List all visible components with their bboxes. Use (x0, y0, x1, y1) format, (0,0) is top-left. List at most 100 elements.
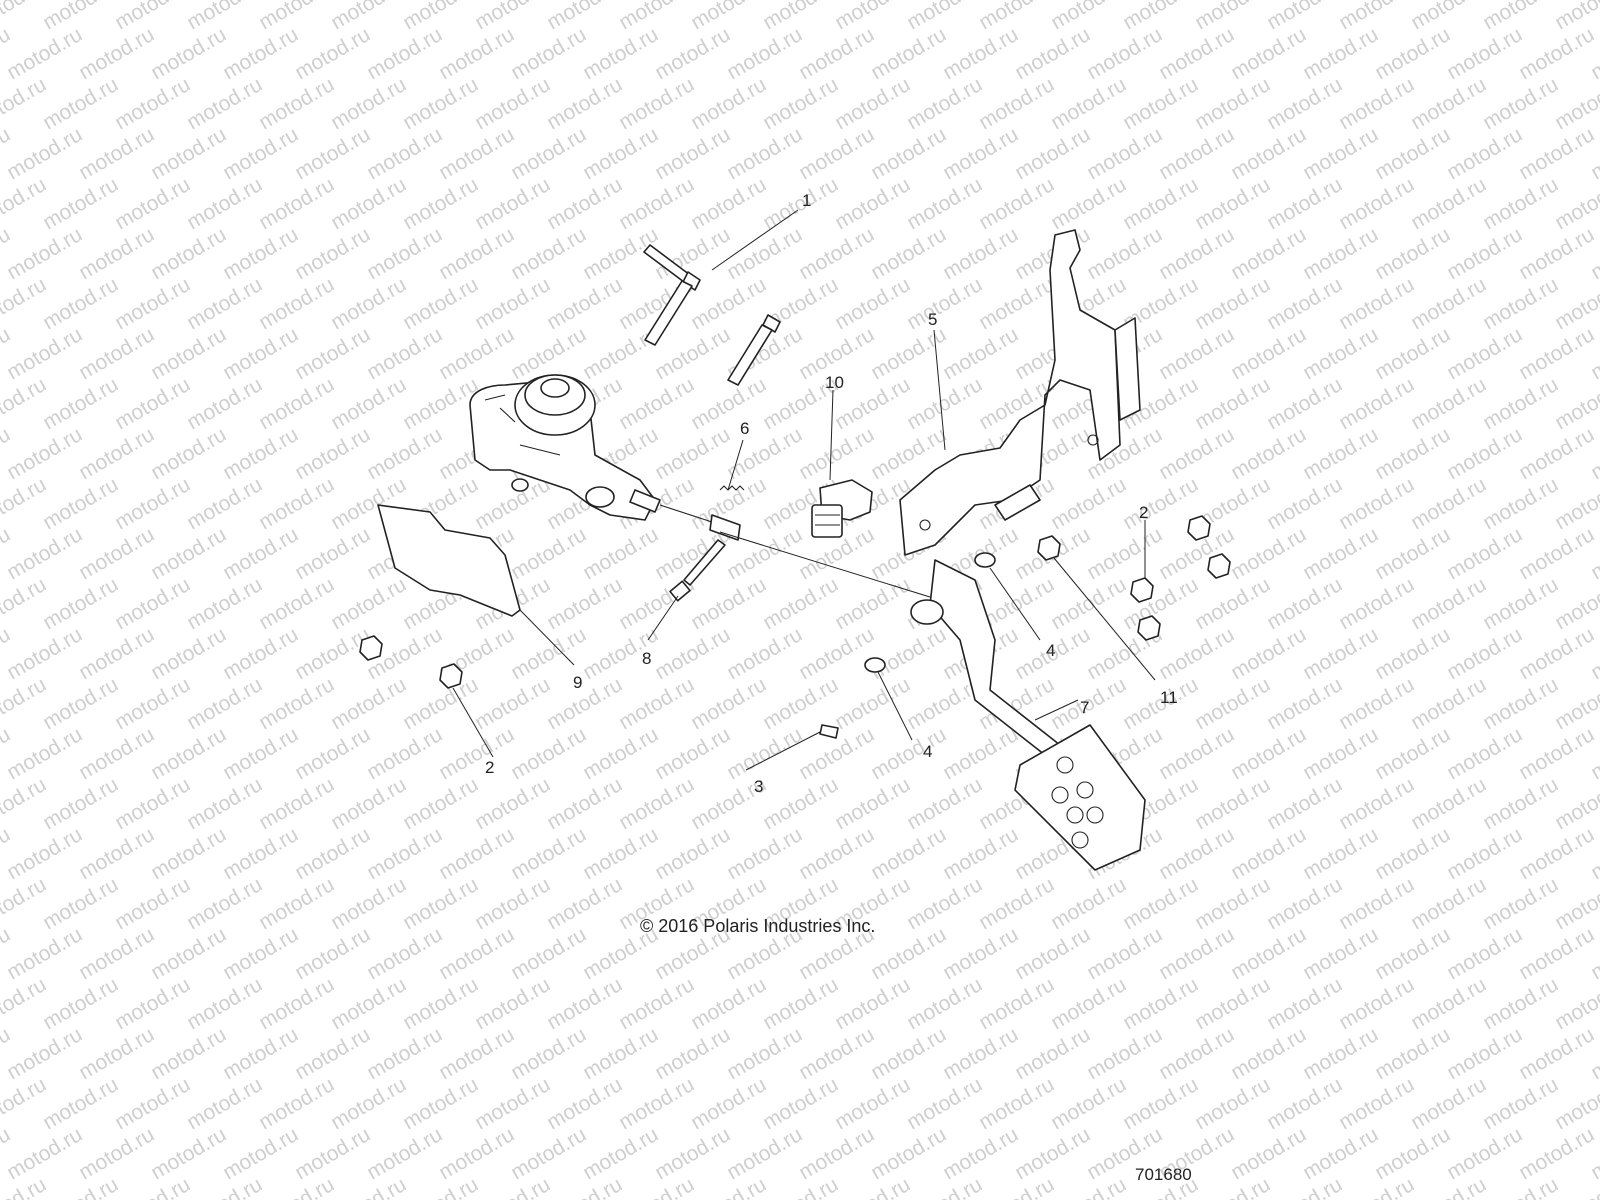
watermark-text: motod.ru (1371, 723, 1454, 784)
watermark-text: motod.ru (75, 223, 158, 284)
watermark-text: motod.ru (1047, 873, 1130, 934)
watermark-text: motod.ru (399, 0, 482, 34)
watermark-text: motod.ru (183, 673, 266, 734)
watermark-text: motod.ru (75, 1123, 158, 1184)
watermark-text: motod.ru (147, 23, 230, 84)
watermark-text: motod.ru (543, 0, 626, 34)
watermark-text: motod.ru (543, 1073, 626, 1134)
watermark-text: motod.ru (651, 1023, 734, 1084)
watermark-text: motod.ru (1227, 523, 1310, 584)
watermark-text: motod.ru (1155, 123, 1238, 184)
watermark-text: motod.ru (1515, 423, 1598, 484)
watermark-text: motod.ru (1299, 523, 1382, 584)
callout-4-upper: 4 (1046, 641, 1055, 660)
watermark-text: motod.ru (1371, 323, 1454, 384)
watermark-text: motod.ru (723, 423, 806, 484)
watermark-text: motod.ru (3, 323, 86, 384)
watermark-text: motod.ru (39, 773, 122, 834)
watermark-text: motod.ru (1299, 923, 1382, 984)
watermark-text: motod.ru (1119, 173, 1202, 234)
watermark-text: motod.ru (1299, 23, 1382, 84)
watermark-text: motod.ru (831, 1073, 914, 1134)
watermark-text: motod.ru (579, 723, 662, 784)
watermark-text: motod.ru (543, 973, 626, 1034)
watermark-text: motod.ru (543, 873, 626, 934)
watermark-text: motod.ru (1191, 673, 1274, 734)
watermark-text: motod.ru (39, 673, 122, 734)
watermark-text: motod.ru (471, 173, 554, 234)
watermark-text: motod.ru (1515, 1123, 1598, 1184)
watermark-text: motod.ru (291, 523, 374, 584)
watermark-text: motod.ru (363, 723, 446, 784)
watermark-text: motod.ru (939, 1023, 1022, 1084)
watermark-text: motod.ru (399, 673, 482, 734)
watermark-text: motod.ru (363, 1023, 446, 1084)
watermark-text: motod.ru (147, 123, 230, 184)
watermark-text: motod.ru (1479, 573, 1562, 634)
watermark-text: motod.ru (111, 373, 194, 434)
watermark-text: motod.ru (903, 173, 986, 234)
watermark-text: motod.ru (1155, 623, 1238, 684)
watermark-text: motod.ru (1191, 873, 1274, 934)
watermark-text: motod.ru (219, 223, 302, 284)
watermark-text: motod.ru (867, 23, 950, 84)
watermark-text: motod.ru (507, 723, 590, 784)
watermark-text: motod.ru (795, 223, 878, 284)
watermark-text: motod.ru (1443, 1023, 1526, 1084)
watermark-text: motod.ru (507, 1023, 590, 1084)
callout-8: 8 (642, 649, 651, 668)
watermark-text: motod.ru (3, 423, 86, 484)
watermark-text: motod.ru (651, 1123, 734, 1184)
watermark-text: motod.ru (111, 573, 194, 634)
watermark-text: motod.ru (687, 373, 770, 434)
watermark-text: motod.ru (1227, 23, 1310, 84)
watermark-text: motod.ru (3, 923, 86, 984)
watermark-text: motod.ru (39, 73, 122, 134)
watermark-text: motod.ru (615, 1173, 698, 1200)
watermark-text: motod.ru (39, 1173, 122, 1200)
watermark-text: motod.ru (1515, 223, 1598, 284)
watermark-text: motod.ru (111, 173, 194, 234)
watermark-text: motod.ru (183, 873, 266, 934)
watermark-text: motod.ru (507, 23, 590, 84)
watermark-text: motod.ru (1083, 523, 1166, 584)
watermark-text: motod.ru (1407, 0, 1490, 34)
watermark-text: motod.ru (759, 173, 842, 234)
watermark-text: motod.ru (543, 573, 626, 634)
watermark-text: motod.ru (75, 923, 158, 984)
watermark-text: motod.ru (3, 523, 86, 584)
watermark-text: motod.ru (1227, 323, 1310, 384)
watermark-text: motod.ru (831, 573, 914, 634)
watermark-text: motod.ru (759, 0, 842, 34)
watermark-text: motod.ru (39, 0, 122, 34)
watermark-text: motod.ru (3, 223, 86, 284)
watermark-text: motod.ru (1551, 273, 1600, 334)
watermark-text: motod.ru (687, 1073, 770, 1134)
watermark-text: motod.ru (471, 273, 554, 334)
watermark-text: motod.ru (759, 673, 842, 734)
watermark-text: motod.ru (471, 1173, 554, 1200)
watermark-text: motod.ru (1011, 923, 1094, 984)
drawing-number: 701680 (1135, 1165, 1192, 1184)
watermark-text: motod.ru (831, 773, 914, 834)
watermark-text: motod.ru (1299, 123, 1382, 184)
watermark-text: motod.ru (3, 623, 86, 684)
watermark-text: motod.ru (903, 1173, 986, 1200)
watermark-text: motod.ru (1227, 923, 1310, 984)
watermark-text: motod.ru (471, 773, 554, 834)
watermark-text: motod.ru (39, 173, 122, 234)
watermark-text: motod.ru (327, 873, 410, 934)
watermark-text: motod.ru (435, 723, 518, 784)
watermark-text: motod.ru (507, 223, 590, 284)
watermark-text: motod.ru (183, 173, 266, 234)
watermark-text: motod.ru (291, 723, 374, 784)
watermark-text: motod.ru (471, 673, 554, 734)
watermark-text: motod.ru (111, 1173, 194, 1200)
watermark-text: motod.ru (0, 673, 50, 734)
watermark-text: motod.ru (1047, 973, 1130, 1034)
watermark-text: motod.ru (1227, 1123, 1310, 1184)
watermark-text: motod.ru (615, 0, 698, 34)
watermark-text: motod.ru (687, 1173, 770, 1200)
watermark-text: motod.ru (3, 23, 86, 84)
watermark-text: motod.ru (399, 973, 482, 1034)
